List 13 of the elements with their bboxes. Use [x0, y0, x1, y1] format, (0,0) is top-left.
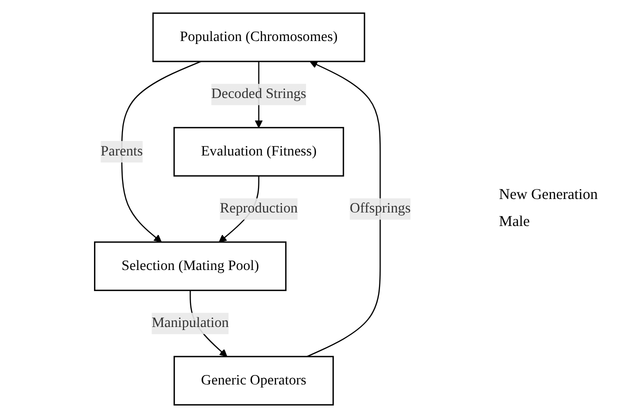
note-label: New Generation	[499, 187, 599, 204]
arrow	[121, 60, 202, 242]
edge-label: Reproduction	[220, 200, 298, 216]
node-box: Population (Chromosomes)	[152, 12, 365, 62]
edge-label: Offsprings	[350, 200, 410, 216]
node-box: Evaluation (Fitness)	[173, 126, 344, 177]
note-label: Male	[499, 214, 531, 231]
edge-label: Manipulation	[152, 315, 229, 331]
edge-label: Decoded Strings	[211, 86, 306, 102]
node-box: Generic Operators	[173, 356, 334, 406]
arrow	[306, 60, 381, 358]
edge-label: Parents	[100, 144, 143, 159]
node-box: Selection (Mating Pool)	[94, 241, 286, 292]
